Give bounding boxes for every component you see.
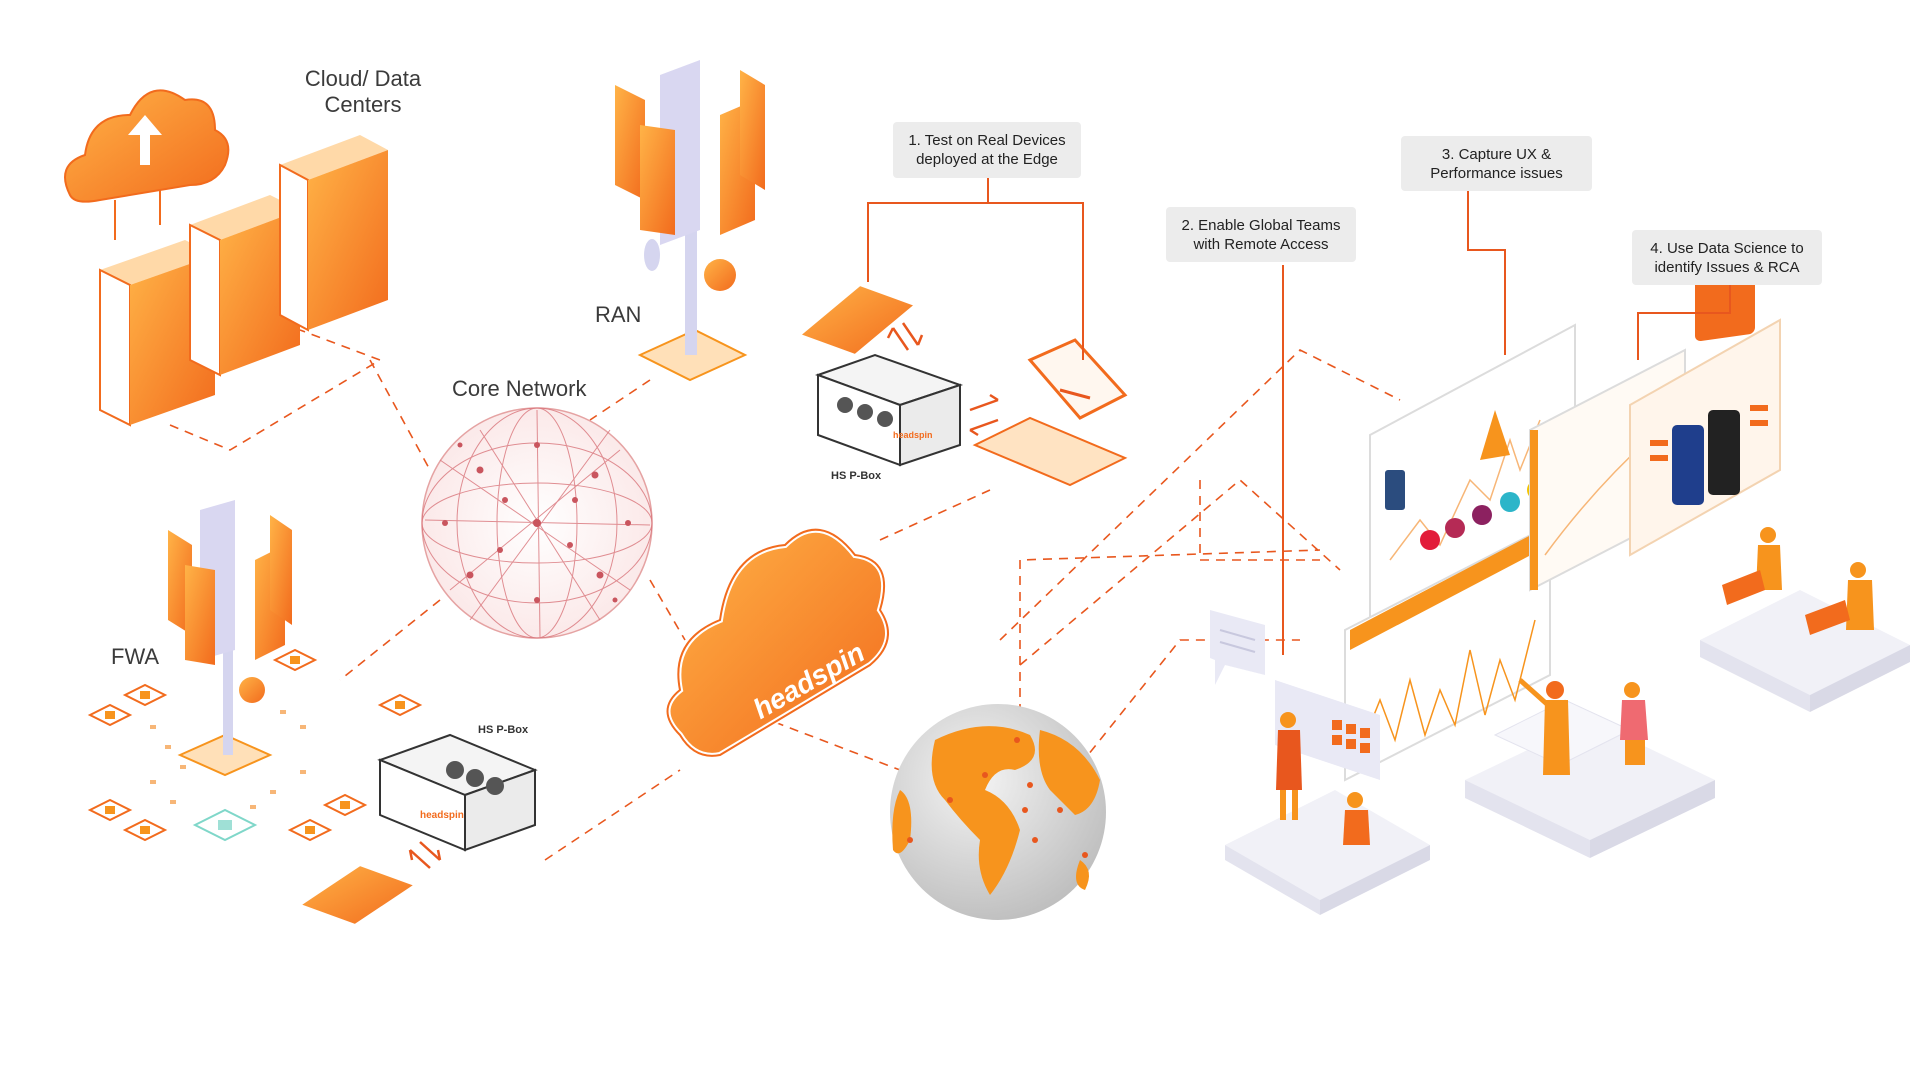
callout-enable-global-teams: 2. Enable Global Teams with Remote Acces… <box>1166 207 1356 262</box>
team-platform-middle <box>1465 678 1715 858</box>
team-platform-right <box>1700 527 1910 712</box>
swap-arrows-icon <box>408 841 442 869</box>
person-icon <box>1620 682 1648 765</box>
ran-tower-icon <box>615 60 765 382</box>
cloud-datacenter-label: Cloud/ Data Centers <box>288 66 438 118</box>
callout-2-line2: with Remote Access <box>1193 236 1329 253</box>
headspin-cloud-icon: headspin <box>664 526 891 759</box>
callout-1-line1: 1. Test on Real Devices <box>908 132 1066 149</box>
callout-2-line1: 2. Enable Global Teams <box>1181 217 1341 234</box>
person-icon <box>1805 562 1874 635</box>
team-platform-left <box>1225 680 1430 915</box>
cloud-upload-icon <box>64 89 230 240</box>
pbox-bottom-brand: headspin <box>420 810 464 821</box>
phone-icon <box>297 863 418 927</box>
cloud-datacenter-label-line2: Centers <box>324 92 402 117</box>
callout-capture-ux: 3. Capture UX & Performance issues <box>1401 136 1592 191</box>
callout-1-line2: deployed at the Edge <box>916 151 1058 168</box>
person-icon <box>1276 712 1302 820</box>
person-icon <box>1343 792 1370 845</box>
connector-lines <box>169 329 1401 861</box>
cloud-datacenter-label-line1: Cloud/ Data <box>304 66 422 91</box>
chat-bubble-icon <box>1210 610 1265 685</box>
fwa-tower-icon <box>168 500 292 777</box>
fwa-label: FWA <box>111 644 160 669</box>
cloud-datacenter-group <box>64 89 388 427</box>
pbox-top-brand: headspin <box>893 430 933 440</box>
pbox-bottom-label: HS P-Box <box>478 724 529 736</box>
callout-3-line2: Performance issues <box>1430 165 1563 182</box>
ran-label: RAN <box>595 302 642 327</box>
swap-arrows-icon <box>969 393 999 437</box>
pbox-top-label: HS P-Box <box>831 470 882 482</box>
core-network-sphere <box>421 407 653 639</box>
swap-arrows-icon <box>886 322 924 351</box>
dashboard-panels <box>1344 244 1781 782</box>
phone-icon <box>798 283 917 357</box>
globe-icon <box>890 704 1106 920</box>
core-network-label: Core Network <box>452 376 587 401</box>
fwa-node-grid <box>87 648 423 842</box>
laptop-icon <box>972 338 1128 487</box>
person-icon <box>1518 678 1570 775</box>
callout-4-line1: 4. Use Data Science to <box>1650 240 1804 257</box>
hs-pbox-top-icon: headspin <box>815 353 964 467</box>
person-icon <box>1722 527 1782 605</box>
callout-leaders <box>867 178 1731 655</box>
callout-3-line1: 3. Capture UX & <box>1441 146 1552 163</box>
server-rack-icon <box>279 135 388 332</box>
hs-pbox-bottom-icon: headspin <box>377 733 538 852</box>
callout-test-real-devices: 1. Test on Real Devices deployed at the … <box>893 122 1081 178</box>
callout-data-science: 4. Use Data Science to identify Issues &… <box>1632 230 1822 285</box>
callout-4-line2: identify Issues & RCA <box>1654 259 1800 276</box>
